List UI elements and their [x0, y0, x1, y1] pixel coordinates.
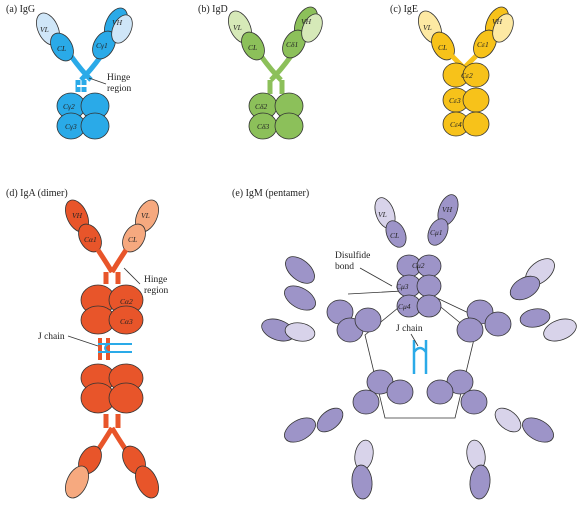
ige-vh: VH [492, 17, 503, 26]
igg-antibody: VL CL VH Cγ1 Cγ2 Cγ3 Hinge region [36, 7, 133, 140]
igm-disulfide-label-1: Disulfide [335, 250, 370, 261]
igg-ch3: Cγ3 [65, 122, 77, 131]
panel-title-igg: (a) IgG [6, 4, 35, 15]
igg-hinge-label-1: Hinge [107, 73, 130, 83]
igm-cl: CL [390, 231, 399, 240]
igm-ch3: Cμ3 [396, 282, 409, 291]
ige-cl: CL [438, 43, 447, 52]
iga-ch1: Cα1 [84, 235, 97, 244]
igm-vl: VL [378, 210, 387, 219]
ige-ch3: Cε3 [449, 96, 461, 105]
igm-ch4: Cμ4 [398, 302, 411, 311]
igd-antibody: VL CL VH Cδ1 Cδ2 Cδ3 [228, 6, 323, 140]
iga-ch2: Cα2 [120, 297, 133, 306]
panel-title-igd: (b) IgD [198, 4, 228, 15]
igm-j-chain-label: J chain [396, 324, 423, 334]
panel-title-iga: (d) IgA (dimer) [6, 188, 68, 199]
igm-pentamer: VL CL VH Cμ1 Cμ2 Cμ3 Cμ4 Disulfide bond … [261, 194, 577, 500]
panel-title-igm: (e) IgM (pentamer) [232, 188, 309, 199]
iga-vh: VH [72, 211, 83, 220]
igd-ch1: Cδ1 [286, 40, 298, 49]
iga-vl: VL [141, 211, 150, 220]
igd-vh: VH [301, 17, 312, 26]
igg-vh: VH [112, 18, 123, 27]
igg-hinge-label-2: region [107, 84, 132, 94]
iga-hinge-label-2: region [144, 286, 169, 296]
igg-vl: VL [40, 25, 49, 34]
ige-ch4: Cε4 [450, 120, 462, 129]
igg-ch1: Cγ1 [96, 41, 108, 50]
igd-ch2: Cδ2 [255, 102, 267, 111]
iga-j-chain-label: J chain [38, 332, 65, 342]
ige-ch2: Cε2 [461, 71, 473, 80]
iga-cl: CL [128, 235, 137, 244]
igm-ch1: Cμ1 [430, 228, 443, 237]
igd-cl: CL [248, 43, 257, 52]
igg-cl: CL [57, 44, 66, 53]
igd-ch3: Cδ3 [257, 122, 269, 131]
igd-vl: VL [233, 23, 242, 32]
igm-vh: VH [442, 205, 453, 214]
panel-title-ige: (c) IgE [390, 4, 418, 15]
ige-antibody: VL CL VH Cε1 Cε2 Cε3 Cε4 [418, 6, 514, 137]
ige-vl: VL [423, 23, 432, 32]
igm-ch2: Cμ2 [412, 261, 425, 270]
igm-disulfide-label-2: bond [335, 262, 354, 272]
ige-ch1: Cε1 [477, 40, 489, 49]
iga-hinge-label-1: Hinge [144, 275, 167, 285]
iga-dimer: VH Cα1 VL CL Cα2 Cα3 Hinge region J chai… [38, 199, 169, 499]
iga-ch3: Cα3 [120, 317, 133, 326]
igg-ch2: Cγ2 [63, 102, 75, 111]
